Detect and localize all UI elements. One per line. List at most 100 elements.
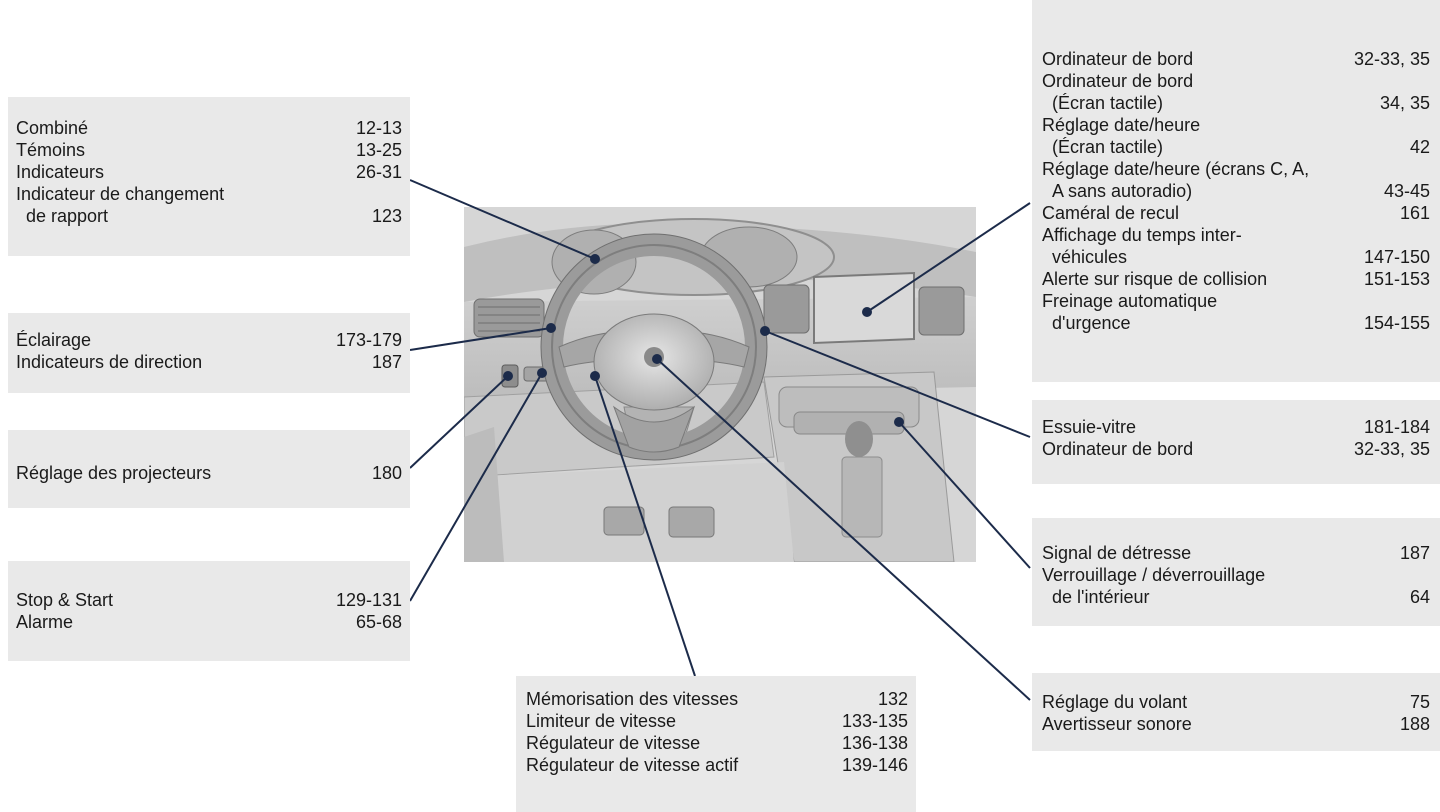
entry-page: 65-68 <box>355 612 402 632</box>
entry-label: Ordinateur de bord <box>1042 439 1194 459</box>
entry-label: Indicateurs de direction <box>16 352 203 372</box>
entry-label: Réglage du volant <box>1042 692 1188 712</box>
index-entry: Mémorisation des vitesses 132 <box>526 688 908 710</box>
entry-page: 187 <box>371 352 402 372</box>
entry-page: 188 <box>1399 714 1430 734</box>
dashboard-illustration <box>464 207 976 562</box>
entry-label: Stop & Start <box>16 590 114 610</box>
index-entry: Régulateur de vitesse actif 139-146 <box>526 754 908 776</box>
index-entry: Signal de détresse 187 <box>1042 542 1430 564</box>
entry-label: Combiné <box>16 118 89 138</box>
index-entry: Alerte sur risque de collision 151-153 <box>1042 268 1430 290</box>
entry-label: Réglage date/heure (écrans C, A, <box>1042 159 1310 179</box>
entry-page: 154-155 <box>1363 313 1430 333</box>
entry-page: 64 <box>1409 587 1430 607</box>
entry-label: Ordinateur de bord <box>1042 49 1194 69</box>
index-entry: Essuie-vitre 181-184 <box>1042 416 1430 438</box>
index-entry: Limiteur de vitesse 133-135 <box>526 710 908 732</box>
entry-label: Alerte sur risque de collision <box>1042 269 1268 289</box>
entry-page: 139-146 <box>841 755 908 775</box>
entry-label: Réglage date/heure <box>1042 115 1201 135</box>
entry-label: véhicules <box>1052 247 1128 267</box>
index-entry: Réglage du volant 75 <box>1042 691 1430 713</box>
entry-page: 123 <box>371 206 402 226</box>
entry-label: de l'intérieur <box>1052 587 1150 607</box>
entry-page: 42 <box>1409 137 1430 157</box>
index-entry: Éclairage 173-179 <box>16 329 402 351</box>
index-entry: (Écran tactile) 34, 35 <box>1042 92 1430 114</box>
entry-page: 151-153 <box>1363 269 1430 289</box>
index-entry: Indicateur de changement <box>16 183 402 205</box>
index-entry: Alarme 65-68 <box>16 611 402 633</box>
index-entry: Affichage du temps inter- <box>1042 224 1430 246</box>
index-entry: de l'intérieur 64 <box>1042 586 1430 608</box>
entry-page: 32-33, 35 <box>1353 49 1430 69</box>
entry-label: Mémorisation des vitesses <box>526 689 739 709</box>
index-entry: Réglage date/heure (écrans C, A, <box>1042 158 1430 180</box>
index-entry: Témoins 13-25 <box>16 139 402 161</box>
entry-label: Ordinateur de bord <box>1042 71 1194 91</box>
entry-label: Régulateur de vitesse actif <box>526 755 739 775</box>
entry-page: 187 <box>1399 543 1430 563</box>
entry-page: 34, 35 <box>1379 93 1430 113</box>
entry-page: 136-138 <box>841 733 908 753</box>
index-entry: Régulateur de vitesse 136-138 <box>526 732 908 754</box>
entry-label: Limiteur de vitesse <box>526 711 677 731</box>
entry-label: Signal de détresse <box>1042 543 1192 563</box>
entry-page: 180 <box>371 463 402 483</box>
entry-label: (Écran tactile) <box>1052 137 1164 157</box>
entry-page: 133-135 <box>841 711 908 731</box>
index-entry: Réglage des projecteurs 180 <box>16 462 402 484</box>
entry-page: 161 <box>1399 203 1430 223</box>
entry-label: Verrouillage / déverrouillage <box>1042 565 1266 585</box>
entry-label: Alarme <box>16 612 74 632</box>
entry-label: Éclairage <box>16 330 92 350</box>
entry-page: 12-13 <box>355 118 402 138</box>
entry-label: Réglage des projecteurs <box>16 463 212 483</box>
entry-page: 147-150 <box>1363 247 1430 267</box>
entry-label: Indicateur de changement <box>16 184 225 204</box>
entry-page: 32-33, 35 <box>1353 439 1430 459</box>
entry-page: 43-45 <box>1383 181 1430 201</box>
entry-label: Témoins <box>16 140 86 160</box>
entry-label: Essuie-vitre <box>1042 417 1137 437</box>
index-entry: Ordinateur de bord <box>1042 70 1430 92</box>
entry-page: 132 <box>877 689 908 709</box>
index-entry: Indicateurs de direction 187 <box>16 351 402 373</box>
index-entry: d'urgence 154-155 <box>1042 312 1430 334</box>
index-entry: Réglage date/heure <box>1042 114 1430 136</box>
index-entry: Ordinateur de bord 32-33, 35 <box>1042 48 1430 70</box>
index-entry: Freinage automatique <box>1042 290 1430 312</box>
entry-page: 75 <box>1409 692 1430 712</box>
entry-page: 181-184 <box>1363 417 1430 437</box>
entry-label: (Écran tactile) <box>1052 93 1164 113</box>
index-entry: Combiné 12-13 <box>16 117 402 139</box>
entry-page: 129-131 <box>335 590 402 610</box>
entry-label: Freinage automatique <box>1042 291 1218 311</box>
entry-label: Affichage du temps inter- <box>1042 225 1242 245</box>
index-entry: (Écran tactile) 42 <box>1042 136 1430 158</box>
index-entry: A sans autoradio) 43-45 <box>1042 180 1430 202</box>
entry-label: d'urgence <box>1052 313 1131 333</box>
entry-page: 173-179 <box>335 330 402 350</box>
index-entry: véhicules 147-150 <box>1042 246 1430 268</box>
index-entry: Verrouillage / déverrouillage <box>1042 564 1430 586</box>
entry-page: 13-25 <box>355 140 402 160</box>
entry-page: 26-31 <box>355 162 402 182</box>
box-headlamp-adjust: Réglage des projecteurs 180 <box>8 430 410 508</box>
index-entry: Ordinateur de bord 32-33, 35 <box>1042 438 1430 460</box>
entry-label: Régulateur de vitesse <box>526 733 701 753</box>
entry-label: A sans autoradio) <box>1052 181 1193 201</box>
